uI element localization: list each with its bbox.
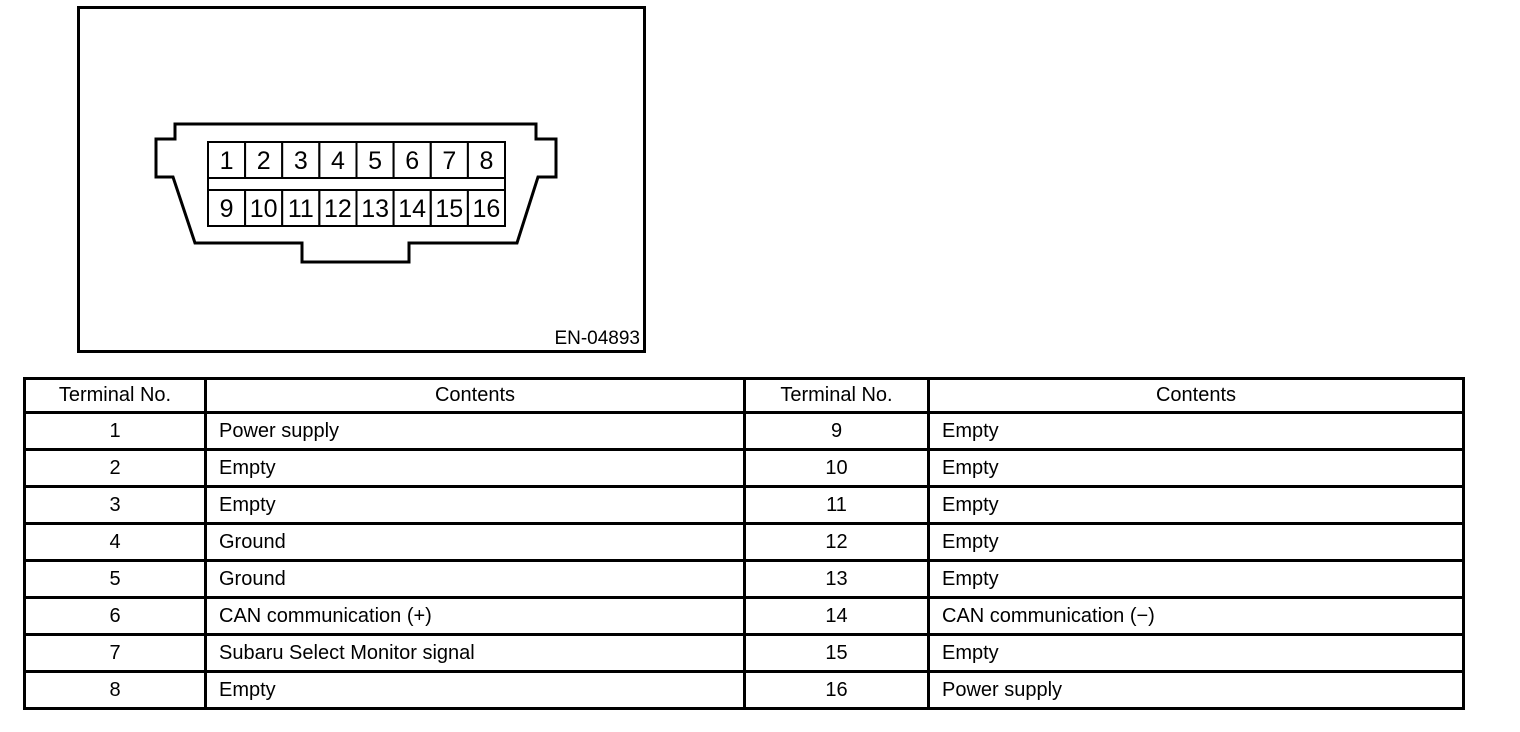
pin-number: 6: [405, 147, 419, 175]
terminal-no-cell: 15: [743, 633, 930, 673]
pin-number: 13: [361, 195, 389, 223]
pin-number: 14: [398, 195, 426, 223]
contents-cell: Empty: [204, 485, 746, 525]
terminal-no-cell: 3: [23, 485, 207, 525]
terminal-table: Terminal No. Contents Terminal No. Conte…: [23, 377, 1465, 710]
pin-grid-bottom-row: [207, 189, 506, 227]
terminal-no-cell: 9: [743, 411, 930, 451]
pin-cell: [466, 141, 506, 179]
terminal-no-cell: 12: [743, 522, 930, 562]
table-row: 5 Ground 13 Empty: [23, 559, 1465, 599]
terminal-no-cell: 11: [743, 485, 930, 525]
column-header-contents: Contents: [204, 377, 746, 414]
pin-number: 4: [331, 147, 345, 175]
pin-number: 2: [257, 147, 271, 175]
contents-cell: Subaru Select Monitor signal: [204, 633, 746, 673]
contents-cell: Ground: [204, 522, 746, 562]
pin-number: 12: [324, 195, 352, 223]
column-header-terminal-no: Terminal No.: [743, 377, 930, 414]
pin-cell: [392, 141, 432, 179]
obd-connector-drawing: 1 2 3 4 5 6 7 8 9 10 11 12 13 14 15 16: [77, 6, 646, 353]
contents-cell: Power supply: [927, 670, 1465, 710]
terminal-no-cell: 8: [23, 670, 207, 710]
table-row: 7 Subaru Select Monitor signal 15 Empty: [23, 633, 1465, 673]
pin-number: 10: [250, 195, 278, 223]
terminal-no-cell: 1: [23, 411, 207, 451]
pin-cell: [355, 189, 395, 227]
pin-number: 9: [220, 195, 234, 223]
pin-cell: [207, 141, 247, 179]
pin-number: 11: [288, 195, 314, 223]
terminal-no-cell: 7: [23, 633, 207, 673]
pin-grid-top-row: [207, 141, 506, 179]
pin-cell: [281, 141, 321, 179]
contents-cell: Empty: [927, 559, 1465, 599]
terminal-no-cell: 10: [743, 448, 930, 488]
pin-number: 5: [368, 147, 382, 175]
column-header-contents: Contents: [927, 377, 1465, 414]
connector-diagram-panel: 1 2 3 4 5 6 7 8 9 10 11 12 13 14 15 16 E…: [77, 6, 646, 353]
pin-cell: [244, 189, 284, 227]
table-header-row: Terminal No. Contents Terminal No. Conte…: [23, 377, 1465, 414]
pin-number: 1: [220, 147, 234, 175]
contents-cell: Empty: [927, 411, 1465, 451]
pin-cell: [318, 141, 358, 179]
contents-cell: Empty: [927, 485, 1465, 525]
pin-cell: [355, 141, 395, 179]
contents-cell: Ground: [204, 559, 746, 599]
table-row: 1 Power supply 9 Empty: [23, 411, 1465, 451]
contents-cell: Empty: [204, 448, 746, 488]
pin-number: 15: [435, 195, 463, 223]
terminal-no-cell: 2: [23, 448, 207, 488]
terminal-no-cell: 14: [743, 596, 930, 636]
pin-number: 16: [472, 195, 500, 223]
terminal-no-cell: 13: [743, 559, 930, 599]
contents-cell: Power supply: [204, 411, 746, 451]
figure-code: EN-04893: [554, 328, 640, 349]
pin-number: 8: [479, 147, 493, 175]
contents-cell: Empty: [927, 633, 1465, 673]
contents-cell: Empty: [927, 448, 1465, 488]
table-row: 3 Empty 11 Empty: [23, 485, 1465, 525]
pin-number: 7: [442, 147, 456, 175]
terminal-no-cell: 6: [23, 596, 207, 636]
table-row: 6 CAN communication (+) 14 CAN communica…: [23, 596, 1465, 636]
table-row: 2 Empty 10 Empty: [23, 448, 1465, 488]
contents-cell: CAN communication (+): [204, 596, 746, 636]
terminal-no-cell: 16: [743, 670, 930, 710]
table-row: 4 Ground 12 Empty: [23, 522, 1465, 562]
table-row: 8 Empty 16 Power supply: [23, 670, 1465, 710]
contents-cell: Empty: [204, 670, 746, 710]
terminal-no-cell: 4: [23, 522, 207, 562]
pin-cell: [281, 189, 321, 227]
column-header-terminal-no: Terminal No.: [23, 377, 207, 414]
contents-cell: Empty: [927, 522, 1465, 562]
pin-cell: [466, 189, 506, 227]
contents-cell: CAN communication (−): [927, 596, 1465, 636]
terminal-no-cell: 5: [23, 559, 207, 599]
pin-cell: [207, 189, 247, 227]
pin-number: 3: [294, 147, 308, 175]
